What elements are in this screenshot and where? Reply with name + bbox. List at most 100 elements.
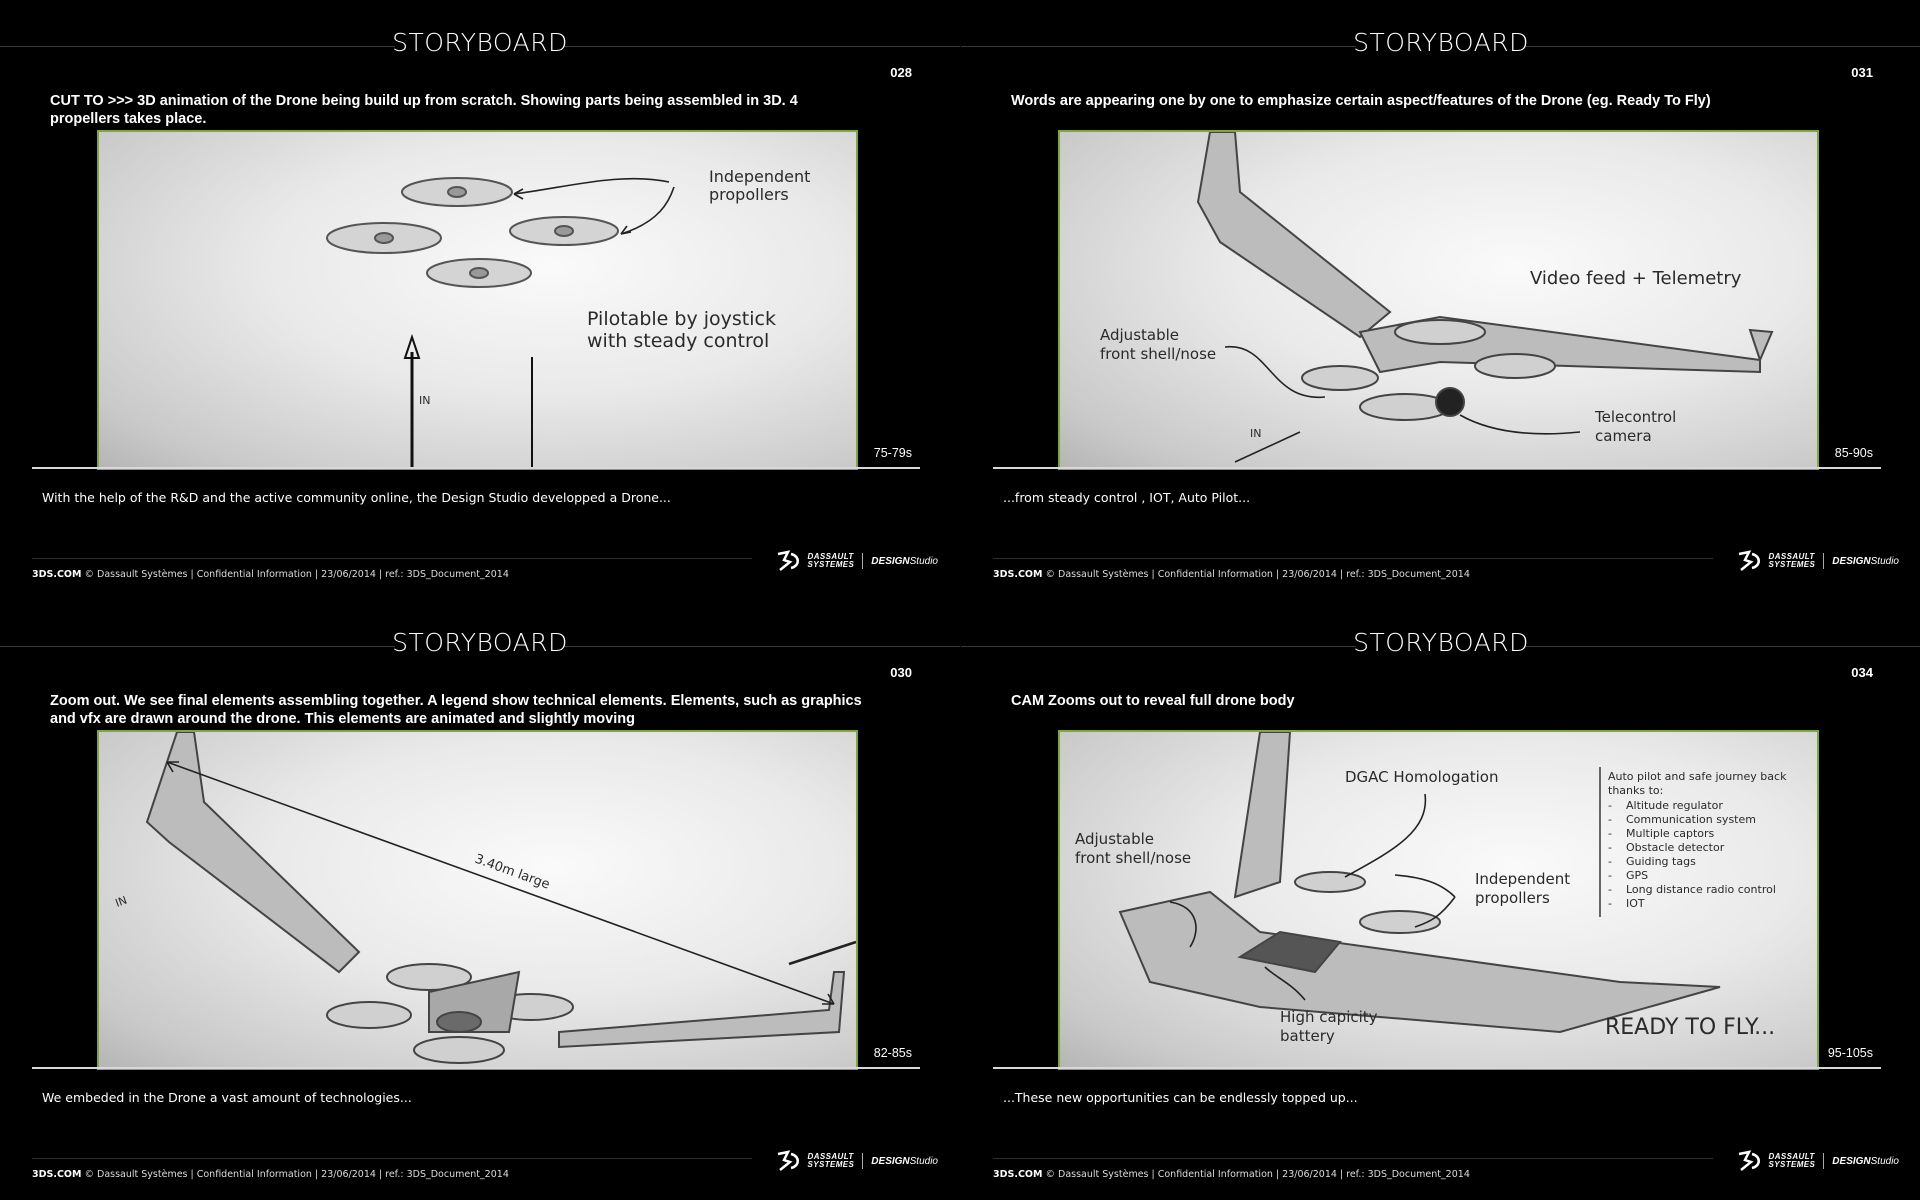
drone-wing-left	[145, 732, 361, 974]
storyboard-panel-028: STORYBOARD 028 CUT TO >>> 3D animation o…	[0, 0, 960, 600]
feature-list-item: IOT	[1626, 897, 1645, 910]
logo-line2: SYSTEMES	[1768, 1160, 1816, 1169]
footer-divider	[32, 1158, 752, 1159]
footer-site: 3DS.COM	[993, 569, 1043, 580]
label-pilotable-1: Pilotable by joystick	[587, 308, 776, 330]
full-drone-sketch: DGAC Homologation Adjustable front shell…	[1075, 732, 1787, 1045]
3ds-logo-icon	[1738, 550, 1760, 571]
panel-title: STORYBOARD	[1353, 28, 1529, 57]
propellers-sketch: Independent propollers Pilotable by joys…	[326, 167, 810, 468]
label-adjustable-1: Adjustable	[1075, 830, 1154, 848]
label-independent-2: propollers	[1475, 889, 1550, 907]
panel-title: STORYBOARD	[1353, 628, 1529, 657]
logo-brand2: Studio	[1870, 1155, 1899, 1167]
title-divider	[961, 46, 1920, 47]
footer-text: 3DS.COM © Dassault Systèmes | Confidenti…	[32, 569, 509, 580]
footer-divider	[993, 558, 1713, 559]
storyboard-panel-034: STORYBOARD 034 CAM Zooms out to reveal f…	[961, 600, 1920, 1200]
footer-divider	[32, 558, 752, 559]
panel-narration: ...from steady control , IOT, Auto Pilot…	[1003, 490, 1251, 505]
baseline-divider	[32, 467, 920, 469]
svg-text:-: -	[1608, 827, 1612, 840]
footer-info: © Dassault Systèmes | Confidential Infor…	[1045, 569, 1470, 580]
svg-text:-: -	[1608, 799, 1612, 812]
logo-brand: DESIGN	[871, 1155, 910, 1167]
design-studio-logo: DESIGNStudio	[871, 1156, 938, 1167]
svg-text:-: -	[1608, 855, 1612, 868]
baseline-divider	[993, 1067, 1881, 1069]
logo-brand: DESIGN	[1832, 555, 1871, 567]
drone-wing-right	[558, 971, 846, 1049]
logo-line1: DASSAULT	[1768, 552, 1815, 561]
panel-narration: With the help of the R&D and the active …	[42, 490, 671, 505]
label-in: IN	[1250, 427, 1261, 440]
svg-text:-: -	[1608, 841, 1612, 854]
design-studio-logo: DESIGNStudio	[1832, 1156, 1899, 1167]
feature-list-item: GPS	[1626, 869, 1648, 882]
logo-brand: DESIGN	[871, 555, 910, 567]
sketch-frame: DGAC Homologation Adjustable front shell…	[1058, 730, 1819, 1070]
logo-separator	[862, 553, 864, 569]
logo-separator	[1823, 1153, 1825, 1169]
footer-site: 3DS.COM	[32, 569, 82, 580]
logo-line1: DASSAULT	[1768, 1152, 1815, 1161]
label-dgac: DGAC Homologation	[1345, 768, 1498, 786]
panel-title: STORYBOARD	[392, 628, 568, 657]
footer-site: 3DS.COM	[993, 1169, 1043, 1180]
3ds-logo-icon	[777, 550, 799, 571]
panel-description: Zoom out. We see final elements assembli…	[50, 693, 862, 727]
feature-list-item: Communication system	[1626, 813, 1756, 826]
feature-list-title-2: thanks to:	[1608, 784, 1663, 797]
dimension-line	[166, 761, 835, 1005]
sketch-frame: Video feed + Telemetry Adjustable front …	[1058, 130, 1819, 470]
svg-text:-: -	[1608, 813, 1612, 826]
3ds-logo-icon	[777, 1150, 799, 1171]
panel-description: CAM Zooms out to reveal full drone body	[1011, 693, 1295, 709]
footer-info: © Dassault Systèmes | Confidential Infor…	[84, 1169, 509, 1180]
feature-list-item: Altitude regulator	[1626, 799, 1723, 812]
logo-line2: SYSTEMES	[1768, 560, 1816, 569]
drone-features-sketch: Video feed + Telemetry Adjustable front …	[1100, 132, 1774, 463]
label-ready-to-fly: READY TO FLY...	[1605, 1015, 1775, 1040]
panel-description: CUT TO >>> 3D animation of the Drone bei…	[50, 93, 798, 127]
feature-list-item: Obstacle detector	[1626, 841, 1725, 854]
feature-list: - Altitude regulator - Communication syste…	[1608, 799, 1776, 910]
footer-text: 3DS.COM © Dassault Systèmes | Confidenti…	[32, 1169, 509, 1180]
sketch-frame: Independent propollers Pilotable by joys…	[97, 130, 858, 470]
footer-info: © Dassault Systèmes | Confidential Infor…	[1045, 1169, 1470, 1180]
label-independent-1: Independent	[1475, 870, 1570, 888]
feature-list-item: Long distance radio control	[1626, 883, 1776, 896]
logo-separator	[862, 1153, 864, 1169]
panel-timing: 75-79s	[873, 446, 912, 460]
title-divider	[0, 646, 960, 647]
design-studio-logo: DESIGNStudio	[1832, 556, 1899, 567]
title-divider	[961, 646, 1920, 647]
panel-title: STORYBOARD	[392, 28, 568, 57]
sketch-frame: 3.40m large IN	[97, 730, 858, 1070]
logo-line2: SYSTEMES	[807, 560, 855, 569]
label-in: IN	[419, 394, 430, 407]
logo-line1: DASSAULT	[807, 1152, 854, 1161]
svg-text:-: -	[1608, 869, 1612, 882]
panel-narration: We embeded in the Drone a vast amount of…	[42, 1090, 412, 1105]
panel-number: 028	[890, 65, 912, 80]
label-independent-1: Independent	[709, 167, 810, 186]
panel-number: 034	[1851, 665, 1873, 680]
label-video-feed: Video feed + Telemetry	[1530, 268, 1742, 289]
label-adjustable-2: front shell/nose	[1100, 345, 1216, 363]
panel-description: Words are appearing one by one to emphas…	[1011, 93, 1711, 109]
logo-line2: SYSTEMES	[807, 1160, 855, 1169]
footer-divider	[993, 1158, 1713, 1159]
panel-narration: ...These new opportunities can be endles…	[1003, 1090, 1358, 1105]
title-divider	[0, 46, 960, 47]
label-in: IN	[114, 894, 129, 910]
label-telecontrol-2: camera	[1595, 427, 1652, 445]
drone-assembly-sketch: 3.40m large IN	[114, 732, 856, 1064]
label-telecontrol-1: Telecontrol	[1594, 408, 1676, 426]
